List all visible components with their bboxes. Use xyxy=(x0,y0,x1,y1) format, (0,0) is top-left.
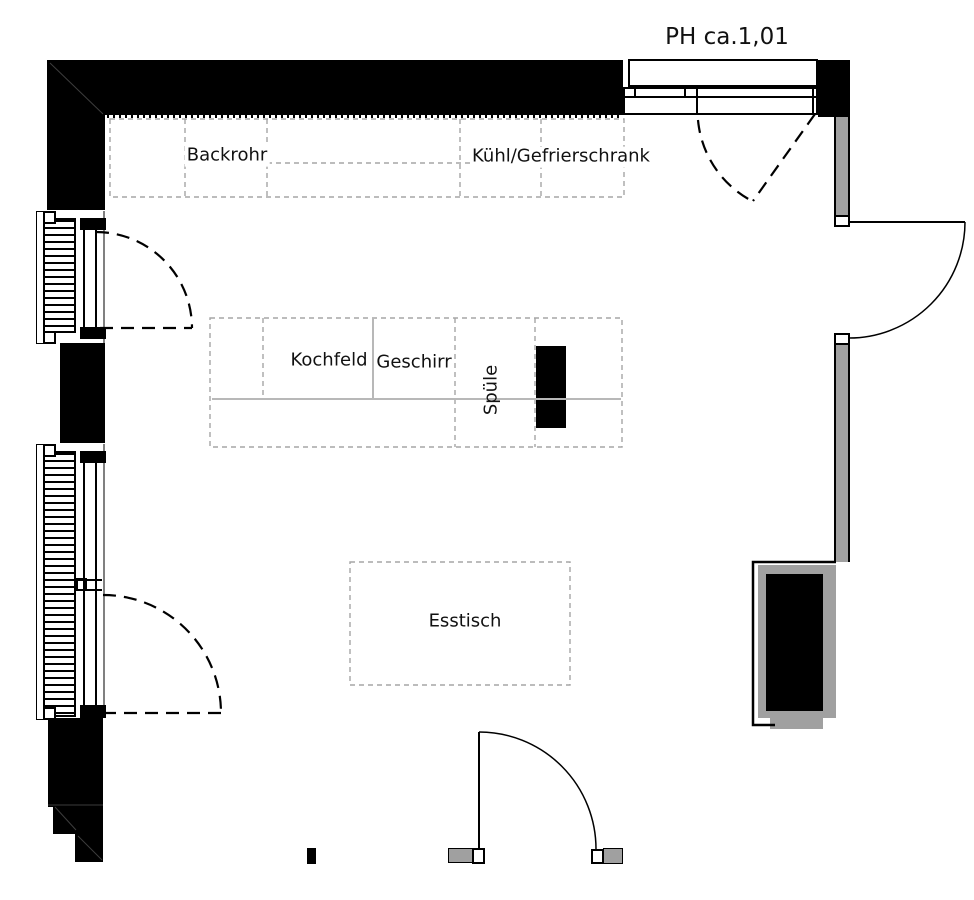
chimney-shadow xyxy=(770,715,823,729)
window2-door-swing xyxy=(102,593,223,715)
wall-bottom-left-c xyxy=(75,834,103,862)
window2-frame-lines xyxy=(76,444,105,718)
right-window-cap-2 xyxy=(834,333,850,345)
wall-top-right-corner xyxy=(818,60,850,117)
window2-jamb-top xyxy=(80,451,106,463)
counter-top-outline xyxy=(109,118,625,198)
window1-cap-bottom xyxy=(43,331,56,344)
dining-table-outline xyxy=(349,561,571,686)
wall-top-left-corner xyxy=(47,60,105,210)
sink-basin xyxy=(536,346,566,428)
wall-bottom-stub xyxy=(307,848,316,864)
island-outline xyxy=(209,317,623,448)
right-door xyxy=(848,221,966,339)
right-window-glass-upper xyxy=(834,117,850,215)
balcony-sill xyxy=(628,59,818,87)
bottom-door-hinge-left xyxy=(472,848,485,864)
window1-jamb-top xyxy=(80,218,106,230)
window2-cap-top xyxy=(43,444,56,457)
right-window-glass-lower xyxy=(834,345,850,562)
window1-door-swing xyxy=(95,230,194,330)
island-worktop-lines xyxy=(212,318,621,400)
balcony-frame-mullions xyxy=(623,87,818,115)
balcony-door-frame xyxy=(623,87,818,115)
window2-louvre-hatch xyxy=(43,451,76,717)
window1-cap-top xyxy=(43,211,56,224)
wall-top-hatch xyxy=(107,114,623,118)
bottom-door-post-right-gray xyxy=(603,848,623,864)
window2-cap-bottom xyxy=(43,707,56,720)
balcony-door-swing xyxy=(696,113,816,202)
window1-jamb-bottom xyxy=(80,327,106,339)
wall-top xyxy=(47,60,623,115)
window2-jamb-bottom xyxy=(80,705,106,718)
wall-bottom-left-b xyxy=(53,807,103,834)
chimney-outline xyxy=(751,560,836,727)
wall-left-hatch xyxy=(101,118,105,210)
bottom-door xyxy=(478,731,597,850)
wall-bottom-left-a xyxy=(48,718,103,807)
chimney-core xyxy=(766,574,823,711)
window1-louvre-hatch xyxy=(43,218,76,333)
window1-frame-lines xyxy=(83,211,105,343)
wall-left-pier xyxy=(60,343,105,443)
corner-mitre-lines xyxy=(48,62,104,861)
